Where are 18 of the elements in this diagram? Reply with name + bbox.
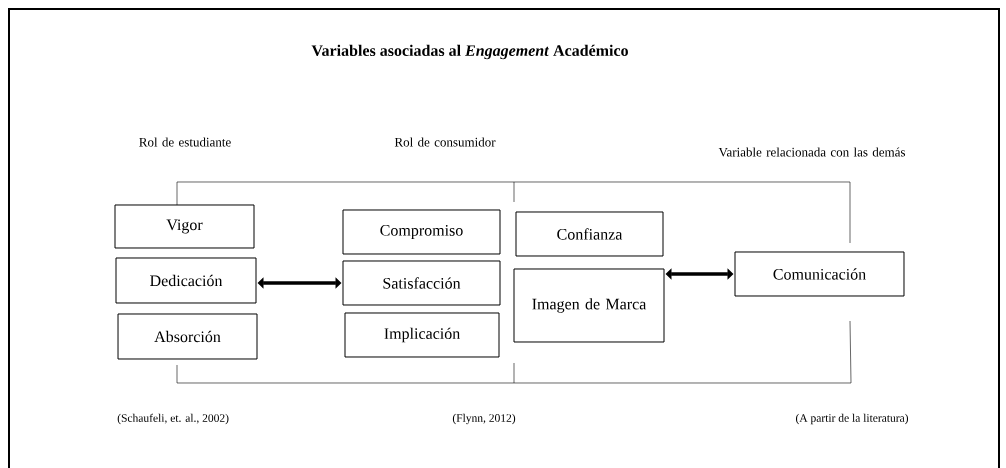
double-arrow — [257, 277, 342, 289]
variable-box: Satisfacción — [342, 260, 501, 306]
citation: (Schaufeli, et. al., 2002) — [117, 413, 229, 425]
variable-box: Vigor — [114, 204, 255, 249]
citation: (A partir de la literatura) — [796, 413, 909, 425]
variable-box: Compromiso — [342, 209, 501, 255]
column-heading: Rol de estudiante — [139, 137, 231, 147]
title: Variables asociadas al Engagement Académico — [311, 44, 628, 60]
variable-box: Dedicación — [115, 257, 257, 304]
variable-box: Absorción — [117, 313, 258, 360]
column-heading: Variable relacionada con las demás — [718, 147, 906, 157]
variable-box: Imagen de Marca — [513, 268, 665, 343]
variable-box: Comunicación — [734, 251, 905, 297]
column-heading: Rol de consumidor — [394, 137, 496, 147]
variable-box: Confianza — [515, 211, 664, 257]
double-arrow — [665, 268, 734, 280]
variable-box: Implicación — [344, 312, 500, 358]
citation: (Flynn, 2012) — [452, 413, 516, 425]
